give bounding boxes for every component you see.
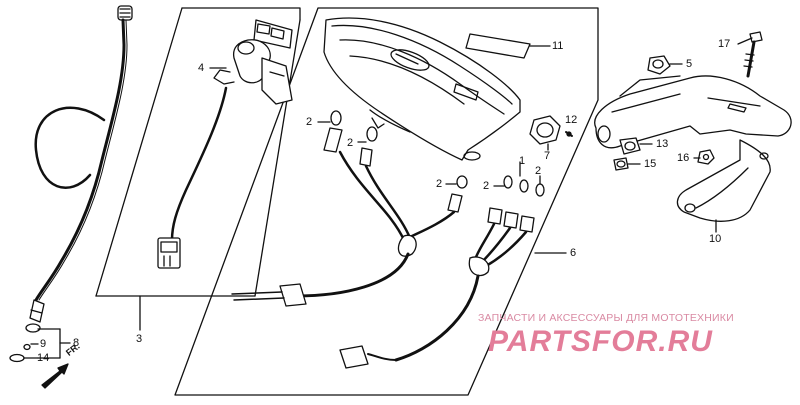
speedometer-cable	[9, 5, 133, 363]
meter-bracket	[594, 75, 792, 222]
collar-15	[613, 157, 629, 171]
watermark-logo: PARTSFOR.RU	[488, 325, 713, 358]
group-frame-3	[181, 7, 301, 21]
callout-1: 1	[519, 155, 526, 167]
callout-8: 8	[73, 337, 80, 349]
leader-17	[737, 37, 753, 45]
callout-9: 9	[40, 338, 47, 350]
callout-2: 2	[436, 178, 443, 190]
bulb-sockets	[323, 110, 545, 233]
callout-13: 13	[656, 138, 669, 150]
callout-3: 3	[136, 333, 143, 345]
front-direction-arrow-icon	[41, 363, 69, 389]
callout-14: 14	[37, 352, 50, 364]
callout-4: 4	[198, 62, 205, 74]
callout-15: 15	[644, 158, 657, 170]
callout-2: 2	[535, 165, 542, 177]
callout-11: 11	[552, 40, 564, 52]
group-frame-6	[174, 7, 599, 396]
meter-decal	[465, 33, 531, 59]
meter-wire-harness	[231, 150, 528, 369]
callout-2: 2	[306, 116, 313, 128]
reset-knob	[529, 115, 561, 151]
callout-5: 5	[686, 58, 693, 70]
callout-12: 12	[565, 114, 578, 126]
grommet-13	[619, 137, 641, 155]
callout-6: 6	[570, 247, 577, 259]
callout-2: 2	[347, 137, 354, 149]
nut-16	[697, 149, 715, 165]
ignition-switch	[213, 19, 293, 105]
grommet-5	[647, 55, 671, 75]
bolt-17	[743, 31, 763, 78]
ignition-switch-connector	[157, 237, 181, 269]
watermark-subtitle: ЗАПЧАСТИ И АКСЕССУАРЫ ДЛЯ МОТОТЕХНИКИ	[478, 312, 734, 324]
callout-16: 16	[677, 152, 690, 164]
callout-17: 17	[718, 38, 731, 50]
group-frame-3-left	[95, 7, 183, 297]
meter-assembly	[323, 17, 521, 161]
screw-12	[565, 131, 573, 137]
ignition-switch-wire	[170, 86, 228, 242]
group-frame-3-right	[254, 19, 301, 297]
callout-10: 10	[709, 233, 722, 245]
callout-2: 2	[483, 180, 490, 192]
callout-7: 7	[544, 150, 551, 162]
